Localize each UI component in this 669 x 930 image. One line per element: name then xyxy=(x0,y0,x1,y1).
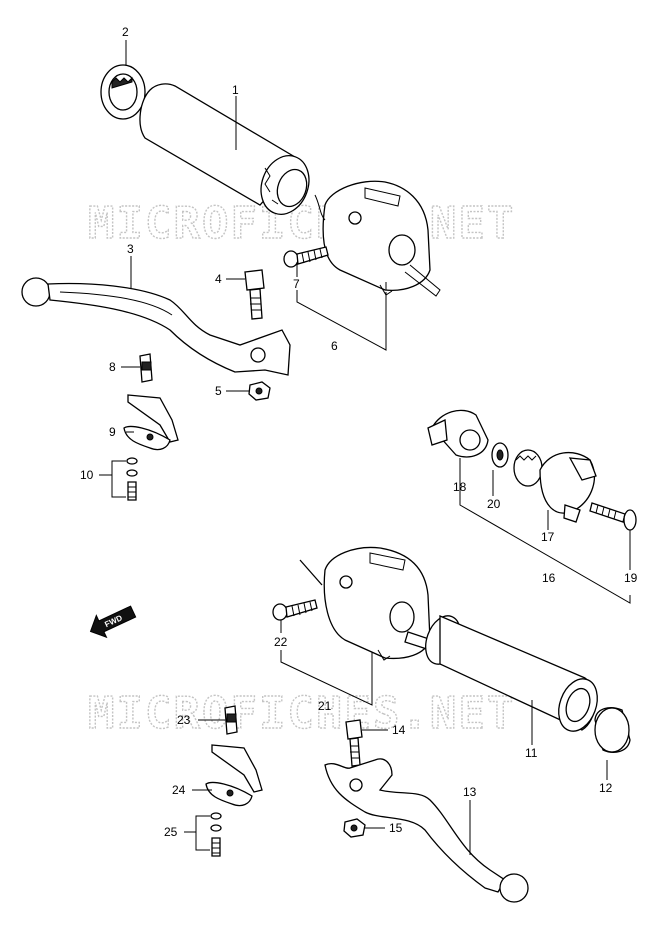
part-3-lever xyxy=(21,277,291,376)
part-11-grip xyxy=(425,615,598,732)
part-23-clip xyxy=(224,705,238,735)
part-18-cap xyxy=(427,409,489,458)
part-24-bracket xyxy=(205,744,263,807)
callout-10: 10 xyxy=(80,468,94,482)
callout-1: 1 xyxy=(232,83,239,97)
callout-2: 2 xyxy=(122,25,129,39)
watermark-top: MICROFICHES.NET xyxy=(88,198,515,249)
callout-16: 16 xyxy=(542,571,556,585)
callout-17: 17 xyxy=(541,530,555,544)
callout-13: 13 xyxy=(463,785,477,799)
part-19-screw xyxy=(589,502,637,531)
callout-8: 8 xyxy=(109,360,116,374)
callout-numbers: 2 1 3 4 7 6 8 5 9 10 18 20 17 16 19 22 2… xyxy=(80,25,638,839)
callout-23: 23 xyxy=(177,713,191,727)
callout-21: 21 xyxy=(318,699,332,713)
part-7-screw xyxy=(283,246,329,268)
callout-24: 24 xyxy=(172,783,186,797)
leader-lines xyxy=(99,40,631,855)
part-4-bolt xyxy=(244,269,265,320)
callout-14: 14 xyxy=(392,723,406,737)
part-9-bracket xyxy=(123,394,179,451)
fwd-arrow-icon: FWD xyxy=(89,605,137,639)
part-25-hardware xyxy=(210,812,222,857)
callout-4: 4 xyxy=(215,272,222,286)
callout-5: 5 xyxy=(215,384,222,398)
part-17-pulley xyxy=(513,449,597,523)
callout-25: 25 xyxy=(164,825,178,839)
part-10-hardware xyxy=(126,457,138,501)
part-1-grip xyxy=(139,83,310,215)
part-22-screw xyxy=(272,599,318,621)
part-20-washer xyxy=(491,442,509,468)
part-15-nut xyxy=(343,818,366,838)
part-12-end-cap xyxy=(594,707,631,753)
callout-15: 15 xyxy=(389,821,403,835)
part-13-lever xyxy=(324,758,529,903)
watermark-bottom: MICROFICHES.NET xyxy=(88,688,515,739)
part-5-nut xyxy=(248,381,271,401)
callout-12: 12 xyxy=(599,781,613,795)
callout-6: 6 xyxy=(331,339,338,353)
callout-20: 20 xyxy=(487,497,501,511)
callout-18: 18 xyxy=(453,480,467,494)
part-2-ring xyxy=(100,64,146,120)
callout-3: 3 xyxy=(127,242,134,256)
callout-7: 7 xyxy=(293,277,300,291)
callout-9: 9 xyxy=(109,425,116,439)
part-8-clip xyxy=(139,353,153,383)
part-14-bolt xyxy=(345,719,363,767)
callout-11: 11 xyxy=(525,746,538,760)
part-6-switch-housing xyxy=(314,180,441,297)
part-21-switch-housing xyxy=(299,546,433,661)
callout-19: 19 xyxy=(624,571,638,585)
callout-22: 22 xyxy=(274,635,288,649)
